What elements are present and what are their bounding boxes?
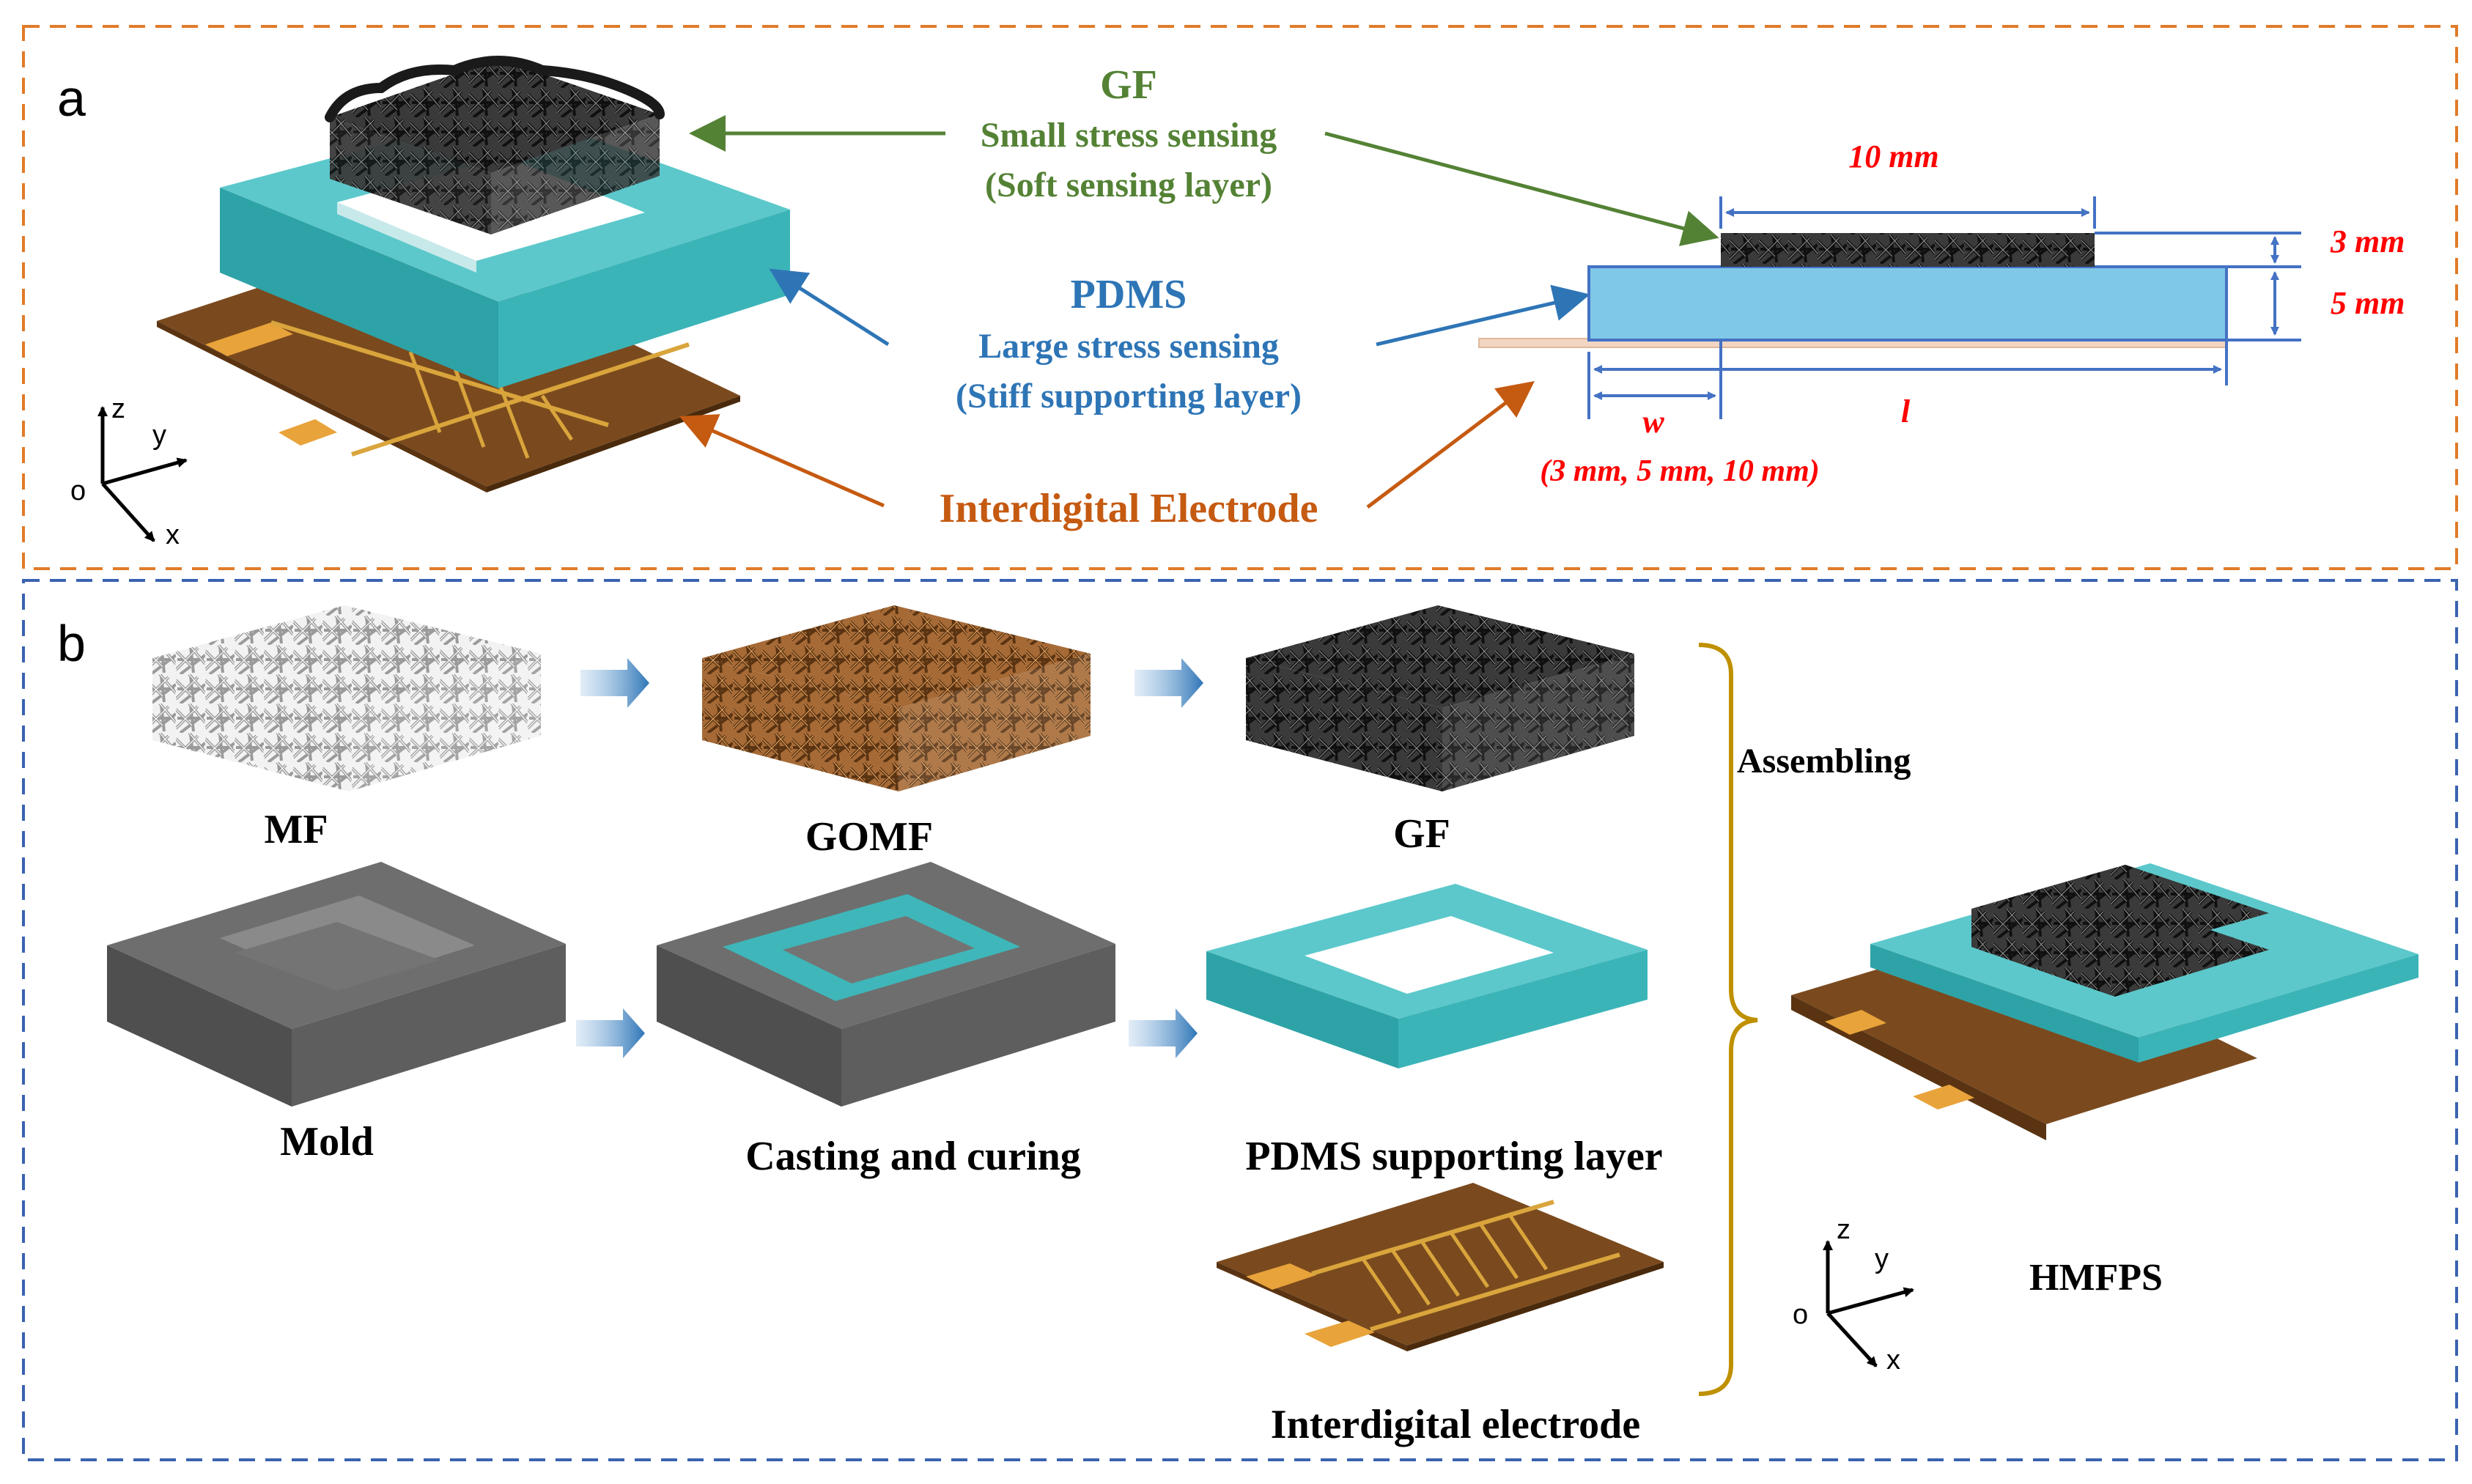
gf-line2: (Soft sensing layer): [985, 166, 1272, 204]
assembling-label: Assembling: [1737, 742, 1911, 780]
mf-foam-illustration: [152, 605, 541, 791]
pdms-layer-label: PDMS supporting layer: [1245, 1134, 1662, 1179]
cross-section-gf: [1721, 233, 2095, 267]
mf-label: MF: [264, 807, 328, 852]
gf-foam-illustration-a: [325, 56, 665, 235]
flow-arrow-3: [576, 1008, 645, 1058]
axis-o-label-b: o: [1793, 1299, 1808, 1330]
electrode-arrow-right: [1366, 380, 1535, 509]
flow-arrow-2: [1134, 658, 1203, 708]
axis-triad-b: z y o x: [1793, 1214, 1914, 1376]
axis-x-label-a: x: [166, 520, 180, 550]
gomf-foam-illustration: [702, 605, 1091, 791]
pdms-line2: (Stiff supporting layer): [956, 377, 1302, 416]
dim-top-label: 10 mm: [1848, 139, 1938, 174]
dim-l-label: l: [1901, 394, 1911, 429]
hmfps-illustration: [1791, 863, 2418, 1140]
pdms-arrow-right: [1376, 284, 1590, 347]
gf-line1: Small stress sensing: [981, 116, 1277, 155]
panel-b-letter: b: [57, 615, 86, 672]
axis-y-label-a: y: [152, 420, 166, 451]
casting-label: Casting and curing: [745, 1134, 1080, 1179]
panel-b-border: [22, 579, 2458, 1461]
mold-illustration: [107, 862, 566, 1107]
casting-illustration: [657, 862, 1115, 1107]
axis-triad-a: z y o x: [70, 394, 188, 550]
hmfps-label: HMFPS: [2029, 1257, 2163, 1299]
axis-z-label-b: z: [1837, 1214, 1851, 1245]
axis-x-label-b: x: [1886, 1345, 1900, 1376]
electrode-illustration-b: [1217, 1183, 1664, 1351]
electrode-arrow-left: [679, 414, 885, 508]
dim-gf-label: 3 mm: [2330, 224, 2405, 259]
pdms-layer-illustration: [1206, 884, 1648, 1068]
axis-y-label-b: y: [1875, 1244, 1889, 1274]
gomf-label: GOMF: [805, 814, 933, 860]
gf-title: GF: [1100, 62, 1157, 108]
electrode-label: Interdigital Electrode: [940, 486, 1318, 531]
assembling-bracket: [1698, 643, 1758, 1396]
panel-a-letter: a: [57, 70, 86, 127]
cross-section-pdms: [1587, 265, 2228, 342]
dim-w-label: w: [1642, 404, 1664, 440]
pdms-arrow-left: [769, 268, 890, 347]
flow-arrow-4: [1129, 1008, 1198, 1058]
axis-o-label-a: o: [70, 476, 86, 506]
flow-arrow-1: [580, 658, 649, 708]
electrode-label-b: Interdigital electrode: [1271, 1402, 1640, 1447]
pdms-line1: Large stress sensing: [978, 327, 1279, 366]
dim-w-values: (3 mm, 5 mm, 10 mm): [1540, 454, 1820, 488]
cross-section: 10 mm 3 mm 5 mm w l (3 mm, 5 mm, 10 mm): [1478, 139, 2405, 488]
pdms-title: PDMS: [1071, 272, 1187, 317]
panel-a-border: [22, 25, 2458, 570]
mold-label: Mold: [280, 1119, 374, 1164]
dim-pdms-label: 5 mm: [2331, 285, 2405, 321]
gf-arrow-right: [1324, 131, 1719, 246]
axis-z-label-a: z: [111, 394, 125, 424]
gf-label-b: GF: [1393, 811, 1450, 857]
gf-foam-illustration-b: [1246, 605, 1634, 791]
